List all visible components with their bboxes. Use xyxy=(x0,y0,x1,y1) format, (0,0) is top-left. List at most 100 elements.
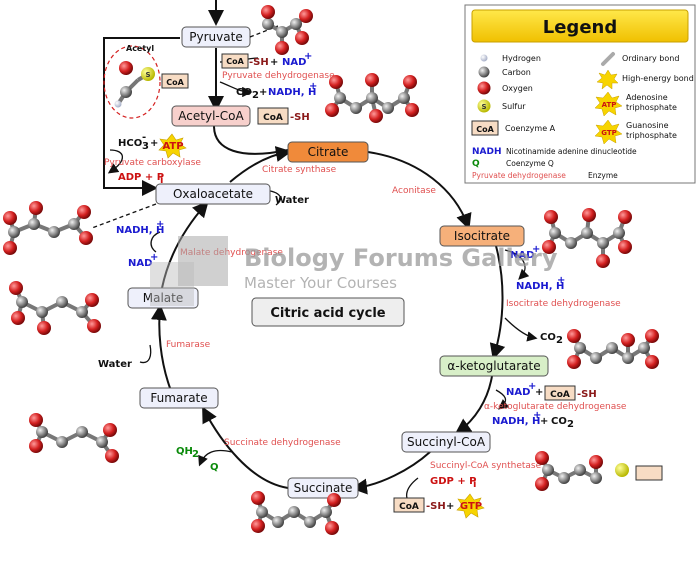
plus: + xyxy=(535,387,543,398)
carbon-atom-icon xyxy=(56,296,68,308)
enzyme-succinate-dehydrogenase: Succinate dehydrogenase xyxy=(224,438,341,448)
enzyme-malate-dehydrogenase: Malate dehydrogenase xyxy=(180,248,283,258)
oxygen-atom-icon xyxy=(567,329,581,343)
oxaloacetate-label: Oxaloacetate xyxy=(173,187,253,201)
legend-hydrogen: Hydrogen xyxy=(502,54,541,63)
oxygen-atom-icon xyxy=(365,73,379,87)
sup-plus: + xyxy=(309,81,317,92)
legend-high-energy-bond: High-energy bond xyxy=(622,74,694,83)
atp-label: ATP xyxy=(602,101,617,109)
sulfur-icon xyxy=(477,99,491,113)
hydrogen-icon xyxy=(480,54,488,62)
succinate-molecule xyxy=(251,491,341,535)
sh-label: -SH xyxy=(426,501,446,512)
carbon-atom-icon xyxy=(256,506,268,518)
plus: + xyxy=(540,416,548,427)
sup-plus: + xyxy=(304,51,312,62)
high-energy-bond-icon xyxy=(596,69,619,90)
atp-star: ATP xyxy=(158,133,187,159)
nad-label: NAD xyxy=(510,250,534,261)
nad-label: NAD xyxy=(128,258,152,269)
water-fumarase: Water xyxy=(98,359,132,370)
oxygen-atom-icon xyxy=(85,293,99,307)
sub-2: 2 xyxy=(567,419,574,430)
water-citrate: Water xyxy=(275,195,309,206)
legend-coenzyme-a: Coenzyme A xyxy=(505,124,556,133)
carbon-atom-icon xyxy=(272,516,284,528)
nadh-label: NADH, H xyxy=(492,416,540,427)
carbon-atom-icon xyxy=(542,464,554,476)
carbon-atom-icon xyxy=(558,472,570,484)
cycle-arrows xyxy=(103,0,506,495)
coa-label: CoA xyxy=(476,125,494,134)
box-malate: Malate xyxy=(127,287,199,309)
s-label: S xyxy=(145,71,150,79)
oxygen-atom-icon xyxy=(261,5,275,19)
legend-atp-line2: triphosphate xyxy=(626,103,677,112)
sub-2: 2 xyxy=(192,449,199,460)
adp-label: ADP + P xyxy=(118,172,164,183)
oxygen-atom-icon xyxy=(596,254,610,268)
box-ketoglutarate: α-ketoglutarate xyxy=(439,355,549,377)
sup-plus: + xyxy=(150,252,158,263)
enzyme-citrate-synthase: Citrate synthase xyxy=(262,165,337,175)
legend-atp-line1: Adenosine xyxy=(626,93,668,102)
legend: Legend Hydrogen Carbon Oxygen S Sulfur C… xyxy=(464,4,696,184)
legend-carbon: Carbon xyxy=(502,68,531,77)
pdh-inputs: CoA -SH + NAD + xyxy=(221,51,312,69)
coa-label: CoA xyxy=(166,78,184,87)
box-oxaloacetate: Oxaloacetate xyxy=(155,183,271,205)
sub-2: 2 xyxy=(252,90,259,101)
oxygen-atom-icon xyxy=(87,319,101,333)
scs-cofactors: GDP + P i CoA -SH + GTP xyxy=(393,476,485,519)
carbon-atom-icon xyxy=(16,296,28,308)
carbon-atom-icon xyxy=(581,227,593,239)
co2-label: CO xyxy=(551,416,567,427)
box-citrate: Citrate xyxy=(287,141,369,163)
oxygen-atom-icon xyxy=(567,355,581,369)
oxygen-atom-icon xyxy=(618,240,632,254)
carbon-atom-icon xyxy=(304,516,316,528)
plus: + xyxy=(150,138,158,149)
oxygen-atom-icon xyxy=(327,493,341,507)
oxygen-atom-icon xyxy=(295,31,309,45)
molecule-illustrations xyxy=(3,5,663,535)
hco3-label: HCO xyxy=(118,138,142,149)
acetyl-coa-label: Acetyl-CoA xyxy=(178,109,244,123)
idh-cofactors: NAD + NADH, H + CO 2 xyxy=(510,244,565,346)
oxygen-atom-icon xyxy=(29,439,43,453)
oxygen-atom-icon xyxy=(645,329,659,343)
legend-enzyme-example: Pyruvate dehydrogenase xyxy=(472,171,566,180)
enzyme-pyruvate-dehydrogenase: Pyruvate dehydrogenase xyxy=(222,71,335,81)
sup-plus: + xyxy=(557,275,565,286)
plus: + xyxy=(259,87,267,98)
oxygen-atom-icon xyxy=(325,521,339,535)
oxygen-atom-icon xyxy=(3,241,17,255)
sup-plus: + xyxy=(156,219,164,230)
coa-icon xyxy=(471,120,499,136)
carbon-atom-icon xyxy=(590,352,602,364)
oxygen-atom-icon xyxy=(119,61,133,75)
oxygen-atom-icon xyxy=(3,211,17,225)
oxygen-atom-icon xyxy=(645,355,659,369)
sub-3: 3 xyxy=(142,141,149,152)
gtp-label: GTP xyxy=(601,129,617,137)
oxygen-atom-icon xyxy=(535,477,549,491)
coa-label: CoA xyxy=(550,390,570,400)
legend-sulfur: Sulfur xyxy=(502,102,526,111)
legend-oxygen: Oxygen xyxy=(502,84,533,93)
oxygen-atom-icon xyxy=(582,208,596,222)
oxygen-atom-icon xyxy=(103,423,117,437)
carbon-atom-icon xyxy=(622,352,634,364)
oxygen-atom-icon xyxy=(77,205,91,219)
carbon-atom-icon xyxy=(76,306,88,318)
carbon-atom-icon xyxy=(606,342,618,354)
carbon-atom-icon xyxy=(262,18,274,30)
enzyme-isocitrate-dehydrogenase: Isocitrate dehydrogenase xyxy=(506,299,621,309)
pyruvate-label: Pyruvate xyxy=(189,30,242,44)
legend-title: Legend xyxy=(543,17,617,38)
atp-icon: ATP xyxy=(594,91,623,117)
carbon-atom-icon xyxy=(638,342,650,354)
nadh-label: NADH, H xyxy=(516,281,564,292)
hydrogen-atom-icon xyxy=(114,100,122,108)
